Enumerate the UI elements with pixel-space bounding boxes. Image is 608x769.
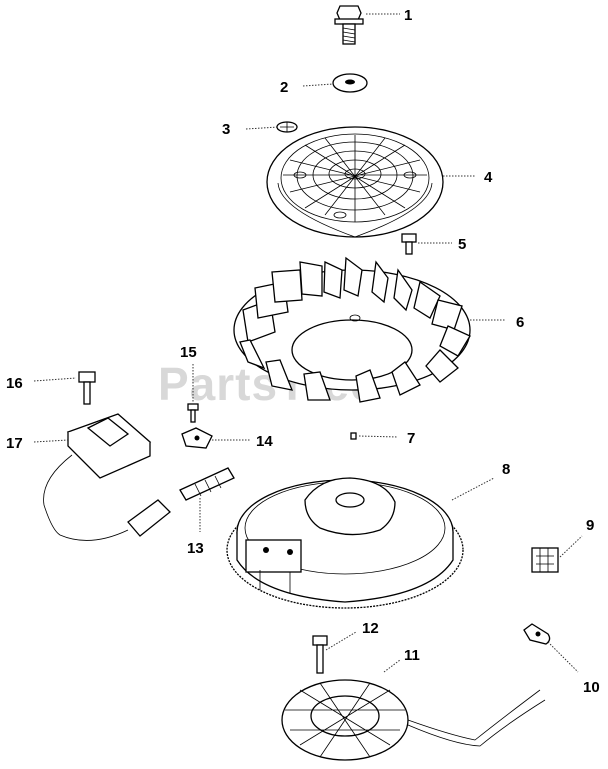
callout-7: 7: [407, 430, 415, 447]
part-7-key[interactable]: [350, 432, 357, 440]
leader-lines: [33, 13, 583, 673]
part-16-bolt[interactable]: [78, 371, 96, 405]
part-12-bolt[interactable]: [312, 635, 328, 674]
part-15-screw[interactable]: [187, 403, 199, 423]
callout-5: 5: [458, 236, 466, 253]
callout-12: 12: [362, 620, 379, 637]
part-6-fan[interactable]: [233, 256, 471, 403]
callout-6: 6: [516, 314, 524, 331]
part-8-flywheel[interactable]: [226, 477, 464, 609]
callout-10: 10: [583, 679, 600, 696]
part-9-connector[interactable]: [531, 547, 559, 573]
callout-3: 3: [222, 121, 230, 138]
callout-4: 4: [484, 169, 493, 186]
part-17-ignition-coil[interactable]: [43, 413, 171, 541]
callout-8: 8: [502, 461, 510, 478]
part-3-lock-washer[interactable]: [276, 121, 298, 133]
callout-1: 1: [404, 7, 412, 24]
callout-9: 9: [586, 517, 594, 534]
part-10-clip[interactable]: [523, 623, 551, 645]
part-4-grass-screen[interactable]: [266, 126, 444, 238]
callout-16: 16: [6, 375, 23, 392]
callout-11: 11: [404, 647, 420, 664]
callout-2: 2: [280, 79, 288, 96]
callout-15: 15: [180, 344, 197, 361]
callout-17: 17: [6, 435, 23, 452]
callout-13: 13: [187, 540, 204, 557]
part-2-washer[interactable]: [332, 73, 368, 93]
part-13-spark-plug[interactable]: [179, 467, 235, 501]
part-5-screw[interactable]: [401, 233, 417, 255]
part-1-bolt[interactable]: [334, 5, 364, 45]
callout-14: 14: [256, 433, 273, 450]
part-11-stator[interactable]: [281, 679, 546, 761]
part-14-clip[interactable]: [181, 427, 213, 449]
